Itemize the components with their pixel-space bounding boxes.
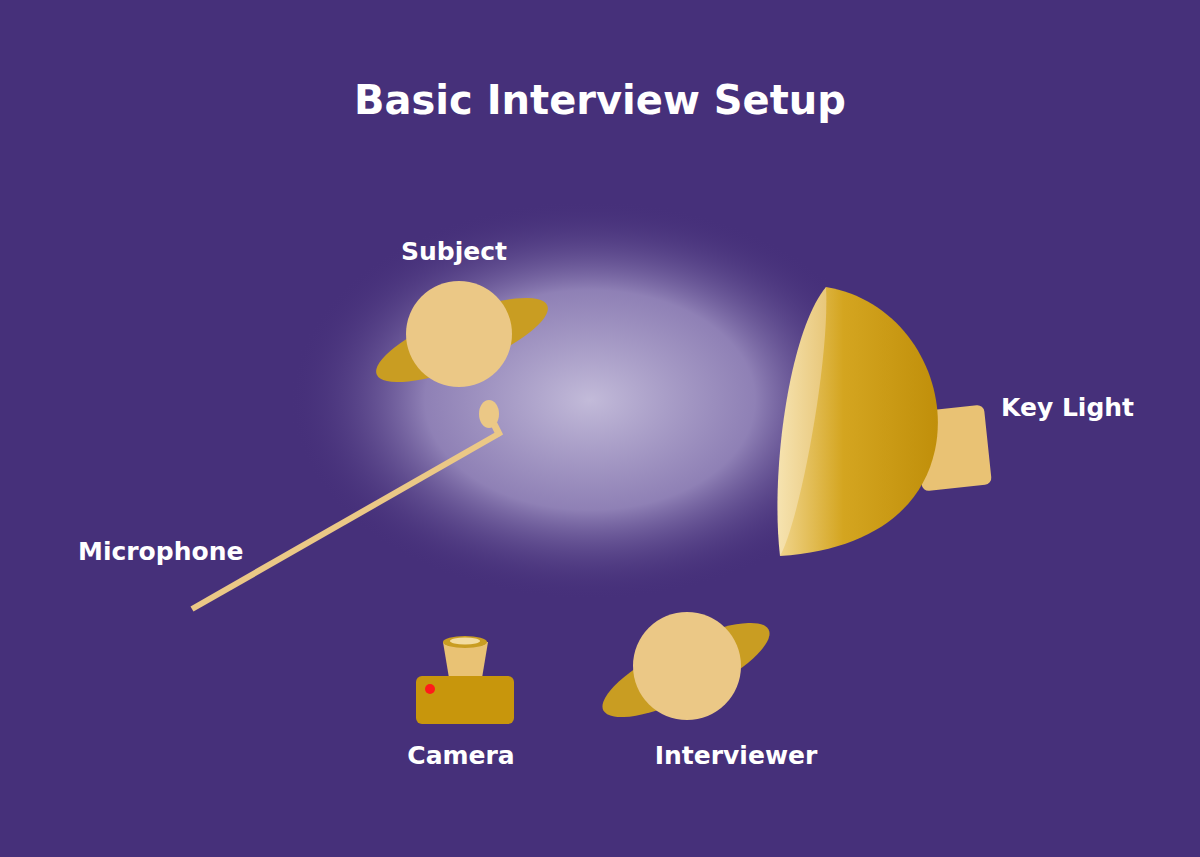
interviewer-figure <box>591 605 780 734</box>
part-label: Microphone <box>78 537 243 566</box>
microphone-boom <box>192 400 500 609</box>
part-label: Camera <box>407 741 514 770</box>
camera <box>416 636 514 724</box>
part-label: Interviewer <box>655 741 818 770</box>
key-light <box>777 287 992 556</box>
part-label: Subject <box>401 237 507 266</box>
part-label: Key Light <box>1001 393 1134 422</box>
diagram-title: Basic Interview Setup <box>354 77 846 123</box>
subject-figure <box>367 281 557 399</box>
